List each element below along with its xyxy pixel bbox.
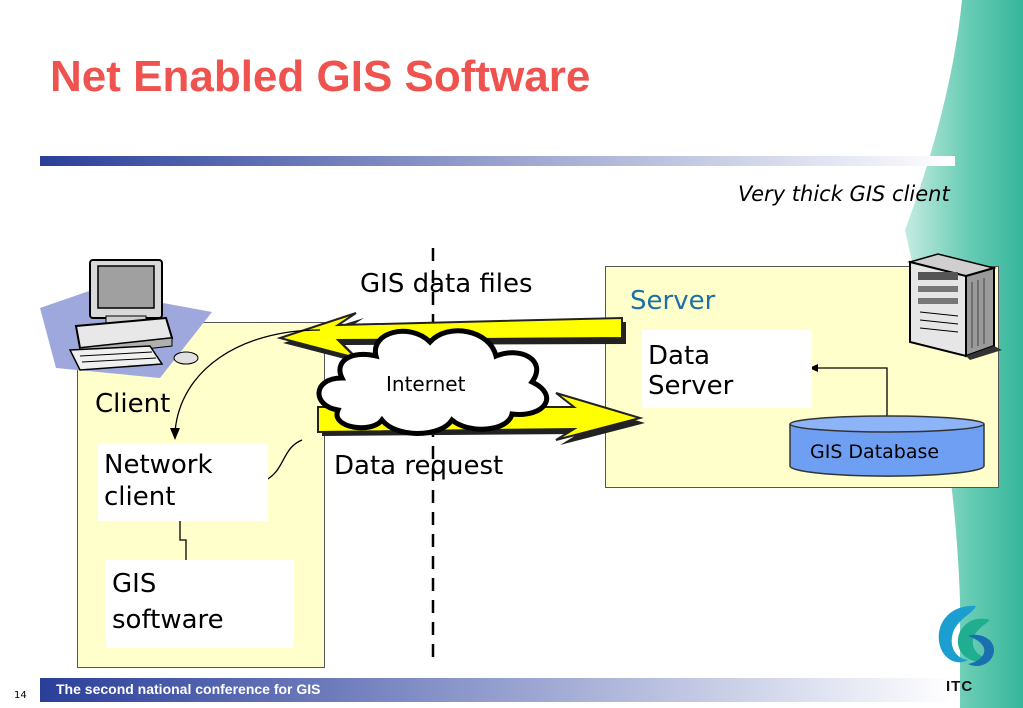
client-computer-icon — [40, 259, 212, 378]
itc-logo-icon — [938, 605, 994, 667]
server-tower-icon — [907, 253, 1002, 360]
gis-software-line-2: software — [112, 605, 224, 635]
internet-label: Internet — [386, 372, 466, 396]
gis-database-label: GIS Database — [810, 441, 940, 463]
gis-software-box: GIS software — [106, 560, 294, 648]
data-request-label: Data request — [334, 451, 504, 481]
network-client-line-1: Network — [104, 450, 213, 480]
title-underline-bar — [40, 156, 955, 166]
footer-text: The second national conference for GIS — [56, 681, 321, 697]
network-boundary-line — [431, 248, 435, 658]
itc-logo-text: ITC — [946, 678, 974, 695]
gis-data-files-label: GIS data files — [360, 269, 533, 299]
database-cylinder-icon — [789, 415, 985, 477]
footer-bar — [40, 678, 955, 702]
network-client-line-2: client — [104, 482, 176, 512]
gis-software-line-1: GIS — [112, 569, 157, 599]
server-label: Server — [630, 286, 716, 316]
network-client-box: Network client — [98, 443, 268, 521]
slide-title: Net Enabled GIS Software — [50, 52, 591, 101]
client-label: Client — [95, 389, 171, 419]
data-server-line-1: Data — [648, 341, 711, 371]
slide-subtitle: Very thick GIS client — [738, 182, 950, 206]
data-server-box: Data Server — [642, 330, 812, 408]
data-server-line-2: Server — [648, 371, 734, 401]
page-number: 14 — [14, 690, 27, 701]
internet-cloud — [316, 328, 550, 436]
